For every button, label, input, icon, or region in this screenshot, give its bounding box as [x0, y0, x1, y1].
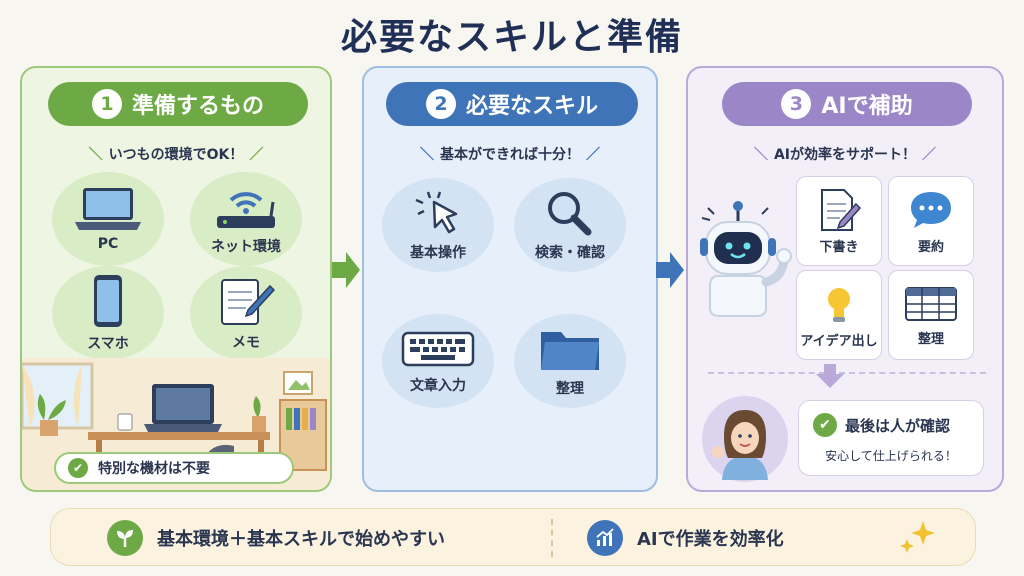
skill-text-input-label: 文章入力	[410, 378, 466, 394]
sprout-icon	[107, 520, 143, 556]
skill-search-label: 検索・確認	[535, 245, 605, 261]
panel-2-subtitle-text: 基本ができれば十分！	[440, 147, 580, 163]
panel-1-subtitle: ＼いつもの環境でOK！／	[88, 147, 264, 163]
human-check-subtitle: 安心して仕上げられる！	[825, 449, 957, 463]
panel-3-heading: 3 AIで補助	[722, 82, 972, 126]
summary-right: AIで作業を効率化	[587, 520, 784, 556]
laptop-icon	[75, 188, 141, 230]
summary-right-text: AIで作業を効率化	[637, 529, 784, 550]
ai-task-ideas-label: アイデア出し	[800, 333, 878, 349]
arrow-down-icon	[816, 364, 844, 388]
arrow-right-icon	[656, 252, 684, 288]
ai-task-organize-label: 整理	[917, 331, 944, 347]
folder-icon	[541, 332, 599, 370]
skill-organize-label: 整理	[556, 381, 584, 397]
desk-illustration: ✔ 特別な機材は不要	[22, 358, 330, 490]
skill-basic-operation: 基本操作	[382, 178, 494, 272]
ai-task-ideas: アイデア出し	[796, 270, 882, 360]
divider	[708, 372, 986, 374]
item-pc: PC	[52, 172, 164, 266]
check-icon: ✔	[813, 413, 837, 437]
panel-1-heading-label: 準備するもの	[131, 94, 264, 119]
sparkle-icon	[900, 521, 935, 553]
document-pen-icon	[821, 188, 862, 231]
panel-ai-assist: 3 AIで補助 ＼AIが効率をサポート！／ 下書き	[686, 66, 1004, 492]
panel-1-subtitle-text: いつもの環境でOK！	[108, 147, 244, 163]
panel-2-heading: 2 必要なスキル	[386, 82, 638, 126]
item-memo-label: メモ	[232, 335, 260, 351]
robot-icon	[700, 201, 792, 317]
item-smartphone-label: スマホ	[87, 336, 129, 352]
panel-3-heading-label: AIで補助	[821, 94, 913, 119]
step-number-2: 2	[425, 89, 456, 119]
notepad-pen-icon	[221, 279, 276, 325]
panel-3-subtitle: ＼AIが効率をサポート！／	[753, 147, 937, 163]
step-number-1: 1	[91, 89, 122, 119]
ai-task-draft: 下書き	[796, 176, 882, 266]
ai-task-summary: 要約	[888, 176, 974, 266]
note-text: 特別な機材は不要	[98, 461, 210, 477]
step-number-3: 3	[781, 89, 812, 119]
no-special-equipment-badge: ✔ 特別な機材は不要	[54, 452, 294, 484]
item-network-label: ネット環境	[211, 239, 281, 255]
item-network: ネット環境	[190, 172, 302, 266]
lightbulb-icon	[828, 287, 850, 322]
panel-preparation: 1 準備するもの ＼いつもの環境でOK！／ PC ネット環境 スマホ	[20, 66, 332, 492]
panel-skills: 2 必要なスキル ＼基本ができれば十分！／ 基本操作 検索・確認	[362, 66, 658, 492]
ai-task-summary-label: 要約	[917, 239, 944, 255]
chat-bubble-icon	[911, 191, 951, 228]
page-title: 必要なスキルと準備	[340, 17, 683, 58]
magnifier-icon	[548, 192, 592, 236]
growth-chart-icon	[587, 520, 623, 556]
item-memo: メモ	[190, 266, 302, 360]
panel-2-subtitle: ＼基本ができれば十分！／	[420, 147, 600, 163]
table-icon	[905, 286, 957, 321]
summary-separator	[551, 519, 553, 557]
cursor-click-icon	[415, 191, 458, 234]
keyboard-icon	[401, 331, 475, 367]
summary-bar: 基本環境＋基本スキルで始めやすい AIで作業を効率化	[50, 508, 976, 566]
skill-search: 検索・確認	[514, 178, 626, 272]
skill-organize: 整理	[514, 314, 626, 408]
person-avatar	[702, 396, 788, 482]
item-smartphone: スマホ	[52, 266, 164, 360]
arrow-right-icon	[332, 252, 360, 288]
ai-task-organize: 整理	[888, 270, 974, 360]
human-check-title: 最後は人が確認	[845, 417, 951, 435]
summary-left: 基本環境＋基本スキルで始めやすい	[107, 520, 445, 556]
skill-text-input: 文章入力	[382, 314, 494, 408]
summary-left-text: 基本環境＋基本スキルで始めやすい	[157, 529, 445, 550]
check-icon: ✔	[68, 458, 88, 478]
panel-2-heading-label: 必要なスキル	[465, 94, 598, 119]
panel-1-heading: 1 準備するもの	[48, 82, 308, 126]
skill-basic-operation-label: 基本操作	[410, 245, 466, 261]
smartphone-icon	[94, 275, 122, 327]
item-pc-label: PC	[97, 236, 119, 252]
router-wifi-icon	[217, 192, 275, 228]
panel-3-subtitle-text: AIが効率をサポート！	[773, 147, 917, 163]
ai-task-draft-label: 下書き	[819, 239, 859, 255]
human-check-box: ✔ 最後は人が確認 安心して仕上げられる！	[798, 400, 984, 476]
